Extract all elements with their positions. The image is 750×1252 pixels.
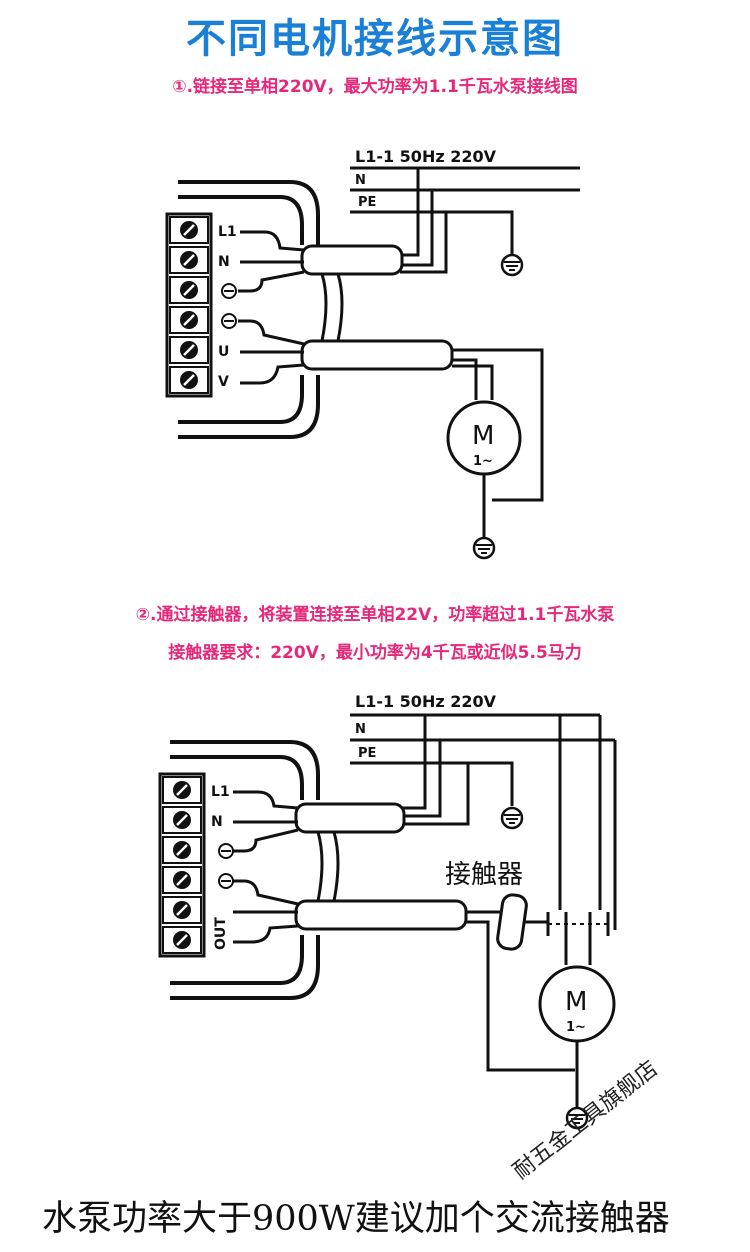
page-title: 不同电机接线示意图	[186, 16, 564, 62]
section1-caption: ①.链接至单相220V，最大功率为1.1千瓦水泵接线图	[172, 77, 578, 97]
wire-out2	[233, 924, 299, 944]
housing-top	[170, 740, 320, 800]
wire-pe-drop	[400, 763, 470, 826]
wire-l1	[233, 790, 299, 810]
motor-sub: 1~	[473, 454, 493, 469]
motor-label: M	[565, 987, 587, 1017]
wire-l1-drop	[400, 168, 420, 257]
housing-bottom-inner	[170, 935, 304, 985]
cable-sleeve-lower	[300, 339, 454, 371]
terminal-label-n: N	[211, 814, 223, 830]
line-pe	[350, 761, 514, 806]
wire-l1-drop	[400, 715, 427, 810]
wire-bridge	[316, 831, 340, 902]
wire-motor-a	[452, 348, 544, 502]
n-label: N	[355, 173, 366, 188]
motor-ground-icon	[472, 536, 496, 560]
section2-caption-line2: 接触器要求：220V，最小功率为4千瓦或近似5.5马力	[168, 643, 582, 663]
housing-bottom	[170, 935, 320, 1000]
housing-top	[178, 180, 320, 245]
supply-label: L1-1 50Hz 220V	[355, 147, 497, 166]
line-pe	[350, 210, 514, 255]
earth-terminal-icon	[218, 843, 234, 889]
pe-label: PE	[358, 746, 376, 761]
wire-earth2	[233, 879, 299, 906]
contactor-coil-icon	[496, 893, 528, 951]
motor-label: M	[472, 421, 494, 451]
section2-caption-line1: ②.通过接触器，将装置连接至单相22V，功率超过1.1千瓦水泵	[135, 605, 615, 625]
contactor-label: 接触器	[445, 860, 523, 890]
wire-earth2	[238, 319, 305, 346]
terminal-label-out: OUT	[213, 917, 229, 950]
housing-top-inner	[170, 755, 304, 800]
footer-note: 水泵功率大于900W建议加个交流接触器	[42, 1199, 670, 1239]
terminal-label-u: U	[218, 344, 229, 360]
motor-ground-icon	[565, 1106, 589, 1130]
terminal-block	[165, 212, 213, 398]
wire-v	[240, 363, 305, 385]
wire-pe-drop	[400, 212, 448, 274]
cable-sleeve-upper	[300, 244, 404, 276]
wiring-diagram-1: L1-1 50Hz 220V N PE L1 N U V	[165, 147, 580, 560]
pe-label: PE	[358, 195, 376, 210]
terminal-label-v: V	[218, 374, 229, 390]
earth-terminal-icon	[221, 283, 237, 329]
wire-motor-b	[452, 358, 478, 400]
terminal-label-n: N	[218, 254, 230, 270]
motor-sub: 1~	[566, 1020, 586, 1035]
cable-sleeve-upper	[294, 802, 406, 834]
wire-l1	[240, 230, 305, 252]
terminal-label-l1: L1	[218, 224, 237, 240]
housing-bottom	[178, 375, 320, 439]
ground-icon	[500, 806, 524, 830]
wire-bridge	[320, 273, 344, 342]
terminal-block	[158, 772, 206, 958]
housing-top-inner	[178, 195, 304, 245]
wire-coil-out	[466, 920, 575, 1072]
wire-n-drop	[400, 190, 434, 267]
supply-label: L1-1 50Hz 220V	[355, 692, 497, 711]
terminal-label-l1: L1	[211, 784, 230, 800]
cable-sleeve-lower	[294, 899, 468, 931]
wire-motor-c	[452, 364, 494, 400]
wiring-diagram-2: L1-1 50Hz 220V N PE L1 N OUT	[158, 692, 617, 1130]
housing-bottom-inner	[178, 375, 304, 424]
wire-earth1	[238, 270, 305, 293]
ground-icon	[500, 253, 524, 277]
wire-earth1	[233, 828, 299, 853]
n-label: N	[355, 722, 366, 737]
wire-n-drop	[400, 740, 442, 818]
contactor-switch-icon	[546, 912, 610, 936]
